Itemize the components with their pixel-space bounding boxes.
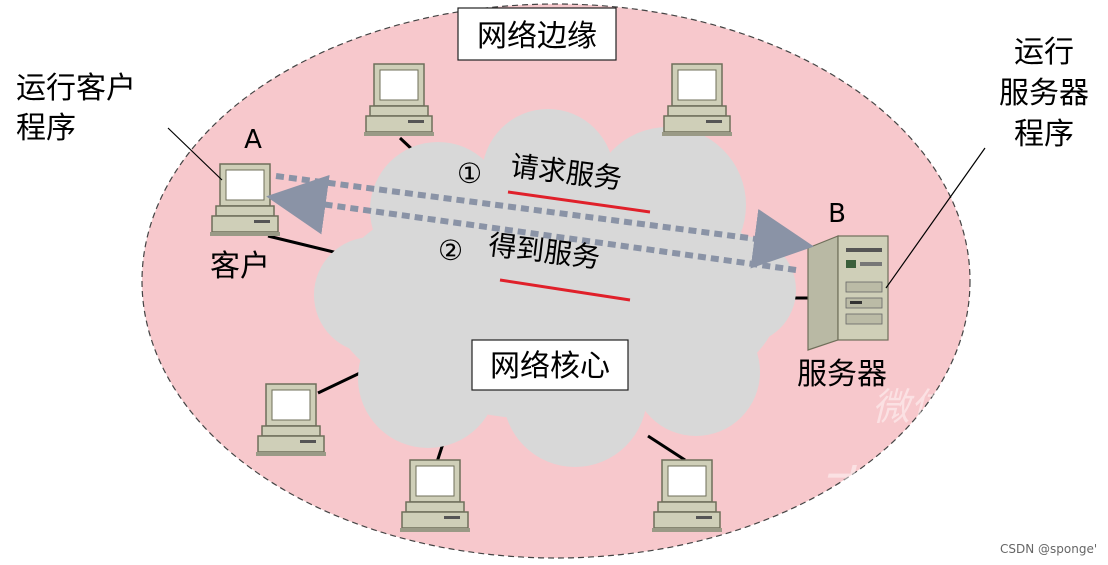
edge-computer-bottom-center xyxy=(399,459,471,533)
server-note-line3: 程序 xyxy=(1014,117,1074,152)
step2-number: ② xyxy=(438,234,463,267)
server-caption: 服务器 xyxy=(797,357,887,392)
response-arrow xyxy=(266,174,797,273)
client-letter: A xyxy=(244,125,262,155)
edge-computer-top-left xyxy=(363,63,435,137)
server-tower-icon xyxy=(807,235,889,351)
server-letter: B xyxy=(828,199,846,229)
watermark-line2: 杰尼学长 xyxy=(815,461,1043,526)
step1-underline xyxy=(507,190,651,214)
edge-label: 网络边缘 xyxy=(477,19,597,54)
edge-computer-top-right xyxy=(661,63,733,137)
client-note-line1: 运行客户 xyxy=(16,71,136,106)
server-note-line1: 运行 xyxy=(1014,35,1074,70)
server-note-line2: 服务器 xyxy=(999,76,1089,111)
client-computer-icon xyxy=(209,163,281,237)
step1-number: ① xyxy=(457,157,482,190)
core-label: 网络核心 xyxy=(490,349,610,384)
client-note-pointer xyxy=(167,127,223,181)
csdn-credit: CSDN @sponge' xyxy=(1000,542,1097,556)
edge-computer-bottom-left xyxy=(255,383,327,457)
edge-computer-bottom-right xyxy=(651,459,723,533)
edge-label-box: 网络边缘 xyxy=(457,7,617,61)
step2-underline xyxy=(499,278,631,302)
watermark-line1: 微信公众号 xyxy=(872,385,1064,429)
client-caption: 客户 xyxy=(210,249,270,284)
server-note-pointer xyxy=(885,147,986,289)
client-note-line2: 程序 xyxy=(16,111,76,146)
core-label-box: 网络核心 xyxy=(471,339,629,391)
request-arrow xyxy=(275,173,814,269)
